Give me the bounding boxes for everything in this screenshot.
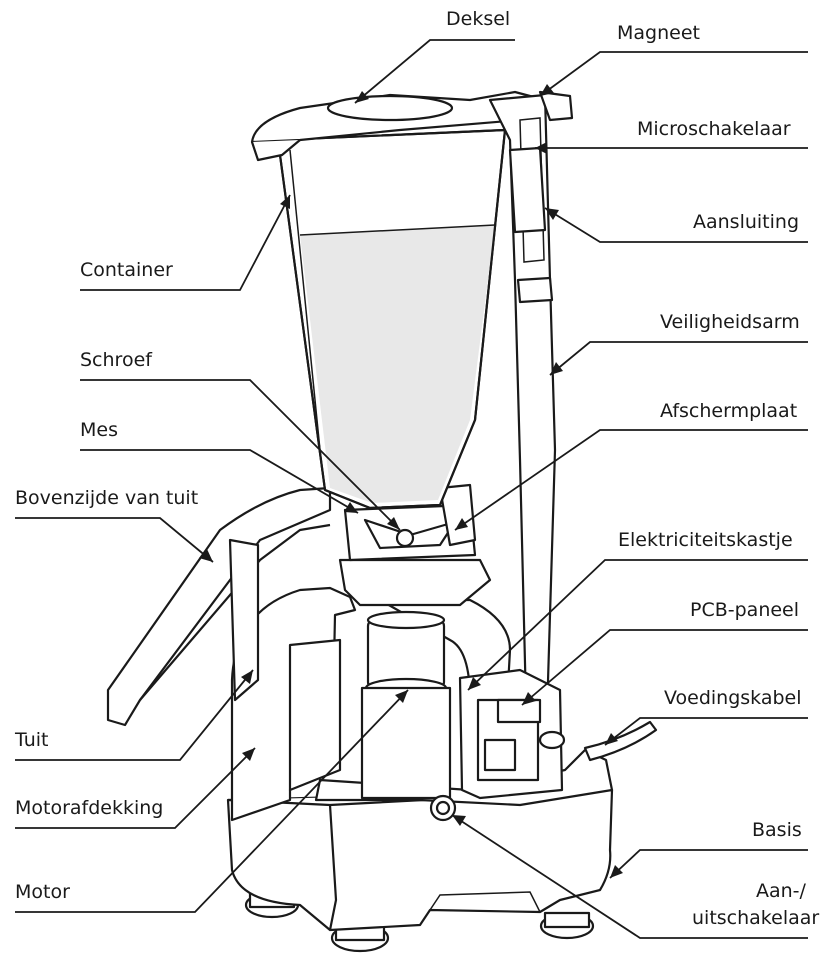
label-mes: Mes <box>80 419 118 441</box>
label-voedingskabel: Voedingskabel <box>664 687 802 709</box>
arrow-deksel <box>355 91 369 103</box>
arrow-container <box>280 195 290 209</box>
arrow-afschermplaat <box>455 518 468 530</box>
arrow-voedingskabel <box>605 733 618 745</box>
leader-mes <box>80 449 359 514</box>
label-motor: Motor <box>15 881 70 903</box>
leader-magneet <box>539 51 808 97</box>
label-microschakelaar: Microschakelaar <box>637 118 791 140</box>
leader-basis <box>609 849 808 879</box>
leader-elektriciteitskastje <box>467 559 808 691</box>
motor-cover <box>230 586 512 822</box>
container-jar <box>276 128 507 510</box>
leader-afschermplaat <box>454 429 808 531</box>
labels: Deksel Magneet Microschakelaar Aansluiti… <box>14 8 819 929</box>
blender-illustration <box>106 90 658 953</box>
blade-platform <box>338 503 492 607</box>
arrow-aansluiting <box>545 208 559 220</box>
label-motorafdekking: Motorafdekking <box>15 797 163 819</box>
arrow-mes <box>344 502 358 513</box>
leader-aan-uitschakelaar <box>451 814 808 939</box>
electrical-box <box>458 668 566 800</box>
label-magneet: Magneet <box>617 22 700 44</box>
label-aan-uitschakelaar-line1: Aan-/ <box>756 880 807 902</box>
arrow-veiligheidsarm <box>550 362 563 375</box>
leader-aansluiting <box>544 207 808 243</box>
leader-deksel <box>354 39 515 104</box>
arrow-pcb-paneel <box>522 692 536 705</box>
leader-motorafdekking <box>15 747 256 829</box>
label-container: Container <box>80 259 173 281</box>
arrow-motorafdekking <box>242 748 255 761</box>
arrow-elektriciteitskastje <box>468 677 481 690</box>
arrow-aan-uitschakelaar <box>452 815 466 826</box>
leader-tuit <box>15 669 254 761</box>
leader-container <box>80 194 291 291</box>
arrow-basis <box>610 865 623 878</box>
label-aansluiting: Aansluiting <box>693 211 799 233</box>
leader-bovenzijde-van-tuit <box>15 517 214 563</box>
label-aan-uitschakelaar-line2: uitschakelaar <box>692 907 819 929</box>
label-elektriciteitskastje: Elektriciteitskastje <box>618 529 793 551</box>
arrow-magneet <box>540 84 554 96</box>
spout-body <box>106 486 332 727</box>
arrow-microschakelaar <box>535 142 547 154</box>
label-schroef: Schroef <box>80 349 153 371</box>
leader-veiligheidsarm <box>549 341 808 376</box>
label-afschermplaat: Afschermplaat <box>660 400 797 422</box>
label-pcb-paneel: PCB-paneel <box>690 599 799 621</box>
leader-pcb-paneel <box>521 629 808 706</box>
arrow-bovenzijde-van-tuit <box>199 549 213 562</box>
arrow-motor <box>395 690 408 703</box>
on-off-switch <box>429 794 457 822</box>
power-cable-illustration <box>583 720 658 762</box>
leader-motor <box>15 689 409 913</box>
label-bovenzijde-van-tuit: Bovenzijde van tuit <box>15 487 198 509</box>
arrow-tuit <box>241 670 253 684</box>
leader-schroef <box>80 379 401 531</box>
arrow-schroef <box>387 517 400 530</box>
leader-lines <box>15 39 808 939</box>
label-tuit: Tuit <box>14 729 49 751</box>
lid <box>250 90 547 162</box>
label-veiligheidsarm: Veiligheidsarm <box>660 311 800 333</box>
label-basis: Basis <box>752 819 802 841</box>
shield-plate <box>438 483 477 547</box>
leader-voedingskabel <box>604 717 808 746</box>
label-deksel: Deksel <box>446 8 510 30</box>
motor-body <box>360 610 452 800</box>
